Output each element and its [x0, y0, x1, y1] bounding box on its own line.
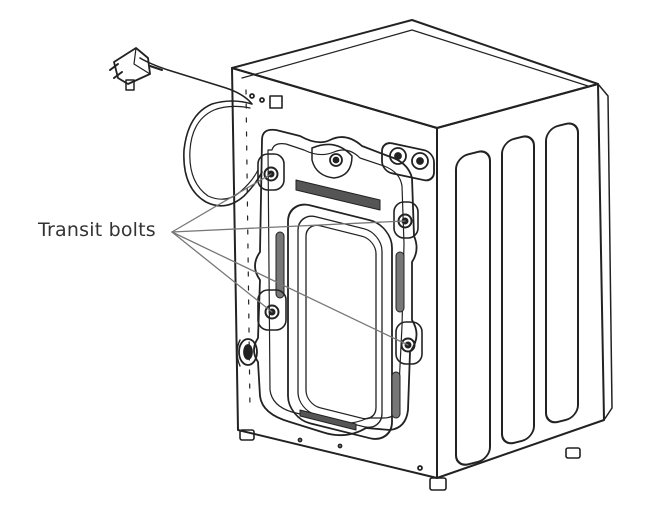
top-panel-inner-edge — [241, 29, 589, 87]
door-seal-mid — [297, 215, 383, 428]
side-rib-3 — [545, 122, 579, 424]
front-edge — [597, 83, 613, 421]
power-cord — [109, 47, 263, 207]
right-lower-slot — [391, 371, 401, 419]
callout-line-4 — [171, 231, 409, 346]
side-ribs — [455, 122, 579, 466]
callout-lines — [171, 173, 409, 346]
power-plug-icon — [109, 47, 163, 91]
drum-mount-bolt — [329, 153, 343, 167]
feet — [239, 429, 581, 491]
inlet-block — [381, 142, 435, 182]
side-rib-1 — [455, 150, 491, 466]
foot-front-right — [429, 477, 447, 491]
back-panel-details — [236, 89, 435, 471]
transit-bolts-label: Transit bolts — [38, 219, 156, 241]
foot-front-left — [239, 429, 255, 441]
drain-cap — [238, 338, 258, 366]
drum-mount — [311, 143, 353, 179]
left-slot — [275, 231, 285, 299]
screw-hole — [337, 443, 343, 449]
inlet-valve-1 — [389, 147, 407, 165]
transit-bolt-upper-left — [257, 153, 285, 191]
small-square-marker — [269, 95, 283, 109]
drain-hose-clip — [236, 339, 241, 367]
inlet-valve-2 — [411, 152, 429, 170]
top-panel — [231, 19, 599, 129]
screw-hole — [297, 437, 303, 443]
foot-back-right — [565, 447, 581, 459]
door-seal-outer — [287, 203, 393, 440]
power-cord-cable-2 — [189, 105, 259, 200]
cabinet — [231, 19, 613, 479]
screw-hole — [259, 97, 265, 103]
transit-bolts — [257, 153, 423, 365]
screw-hole — [249, 93, 255, 99]
drum-mount-bolt-core — [332, 156, 340, 164]
screw-hole — [417, 465, 423, 471]
callout-line-3 — [171, 231, 273, 313]
callout-line-1 — [171, 173, 272, 233]
door-seal-inner — [305, 224, 377, 420]
left-edge-detail — [245, 89, 251, 411]
side-rib-2 — [501, 135, 535, 445]
power-cord-cable — [139, 57, 263, 207]
inlet-valve-2-core — [416, 157, 424, 165]
drain-cap-inner — [243, 344, 253, 360]
top-slot — [295, 179, 381, 211]
right-slot — [395, 251, 405, 313]
callout-line-2 — [171, 220, 406, 233]
inlet-valve-1-core — [394, 152, 402, 160]
transit-bolt-lower-left — [257, 289, 287, 331]
bottom-slot — [299, 409, 357, 431]
